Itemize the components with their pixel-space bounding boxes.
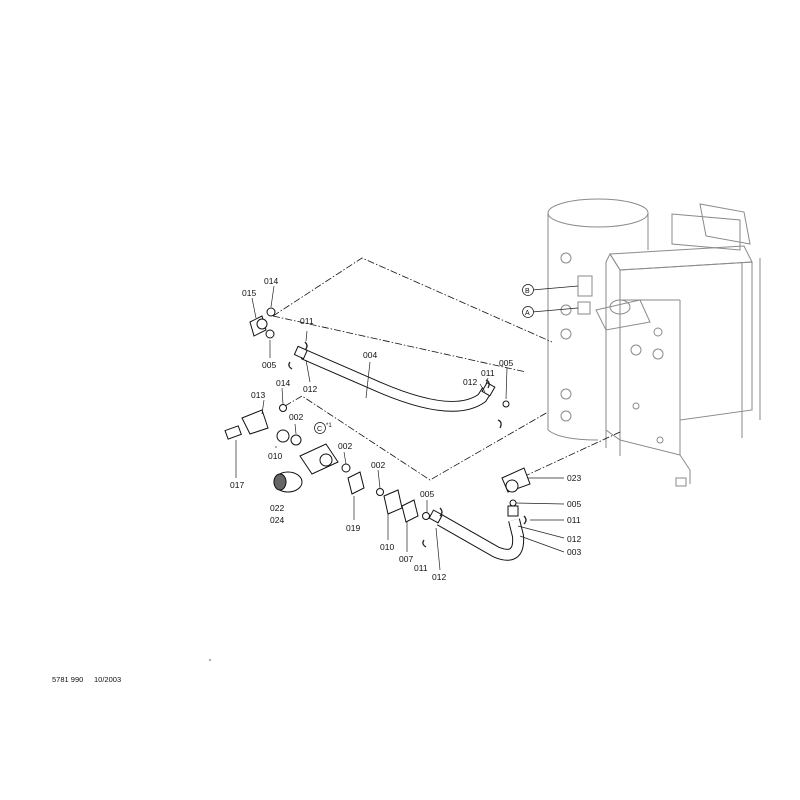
boiler-unit <box>547 198 761 487</box>
svg-text:*1: *1 <box>326 423 332 429</box>
callout-011: 011 <box>567 515 581 525</box>
callout-023: 023 <box>567 473 581 483</box>
storage-cylinder <box>547 198 649 441</box>
callout-019: 019 <box>346 523 360 533</box>
fittings <box>224 307 531 548</box>
callout-011: 011 <box>414 563 428 573</box>
pipe-003 <box>428 505 525 561</box>
boiler-body <box>595 203 761 487</box>
pipe-004 <box>293 345 496 412</box>
svg-text:C: C <box>317 426 322 433</box>
callout-005: 005 <box>567 499 581 509</box>
callout-003: 003 <box>567 547 581 557</box>
callout-005: 005 <box>262 360 276 370</box>
callout-017: 017 <box>230 480 244 490</box>
callout-005: 005 <box>420 489 434 499</box>
callout-015: 015 <box>242 288 256 298</box>
callout-pump-c: C *1 <box>314 422 332 434</box>
callout-022: 022 <box>270 503 284 513</box>
callout-011: 011 <box>300 316 314 326</box>
routing-lines <box>272 257 621 483</box>
callout-002: 002 <box>289 412 303 422</box>
callout-a: A <box>522 306 534 318</box>
document-number: 5781 990 <box>52 675 83 684</box>
callout-014: 014 <box>264 276 278 286</box>
footer: 5781 990 10/2003 <box>52 659 211 684</box>
callout-007: 007 <box>399 554 413 564</box>
callout-010: 010 <box>268 451 282 461</box>
callout-012: 012 <box>463 377 477 387</box>
callout-012: 012 <box>432 572 446 582</box>
callout-004: 004 <box>363 350 377 360</box>
callout-014: 014 <box>276 378 290 388</box>
callout-b: B <box>522 284 534 296</box>
callout-002: 002 <box>371 460 385 470</box>
callout-labels: 014 015 005 011 012 004 014 013 002 010 … <box>230 276 581 582</box>
leader-lines <box>235 285 579 571</box>
document-date: 10/2003 <box>94 675 121 684</box>
callout-002: 002 <box>338 441 352 451</box>
callout-010: 010 <box>380 542 394 552</box>
svg-text:A: A <box>525 310 530 317</box>
callout-012: 012 <box>303 384 317 394</box>
callout-024: 024 <box>270 515 284 525</box>
callout-012: 012 <box>567 534 581 544</box>
callout-005: 005 <box>499 358 513 368</box>
svg-text:B: B <box>525 288 530 295</box>
callout-011: 011 <box>481 368 495 378</box>
callout-013: 013 <box>251 390 265 400</box>
